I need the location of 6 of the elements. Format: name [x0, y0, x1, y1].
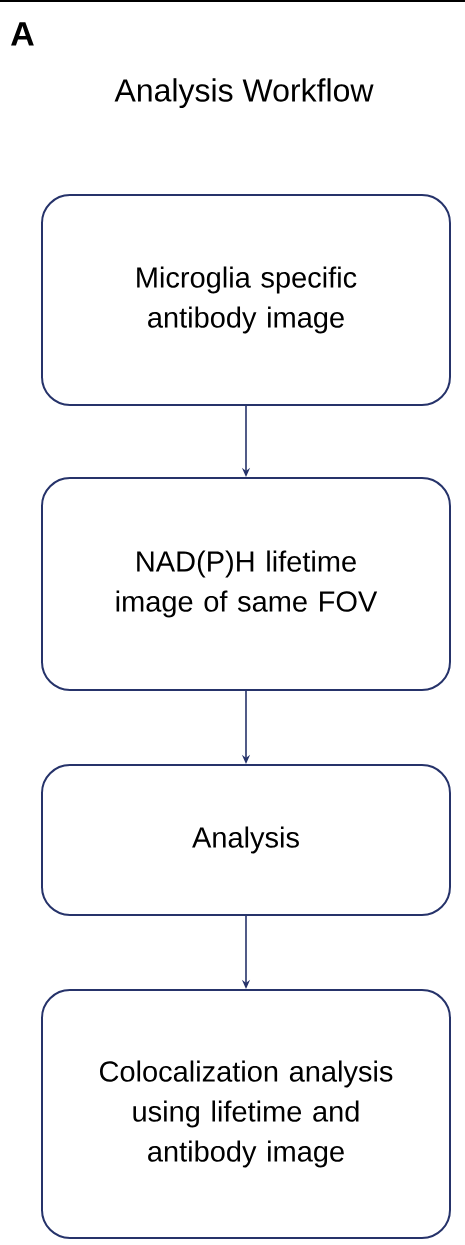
process-box: Colocalization analysis using lifetime and antibody image: [41, 989, 451, 1239]
process-box: Analysis: [41, 764, 451, 916]
process-box: Microglia specific antibody image: [41, 194, 451, 406]
title: Analysis Workflow: [114, 78, 374, 108]
panel-letter: A: [11, 22, 34, 46]
process-box: NAD(P)H lifetime image of same FOV: [41, 477, 451, 691]
